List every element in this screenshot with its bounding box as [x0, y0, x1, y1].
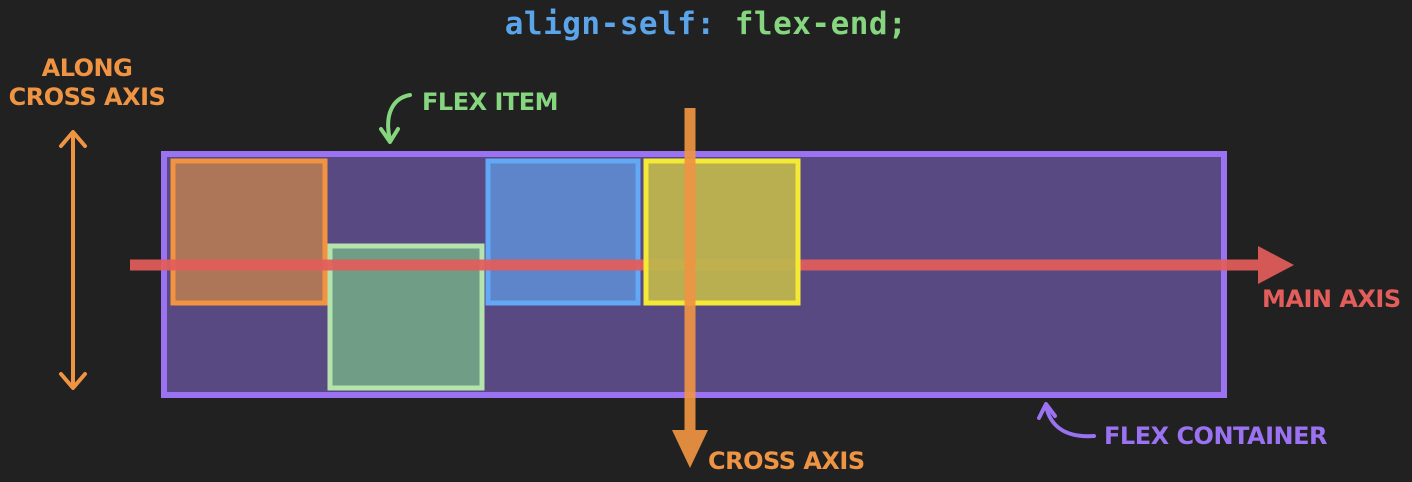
flex-container-pointer-arrow-icon [1037, 402, 1096, 439]
flex-item-orange [170, 158, 328, 306]
cross-axis-label: CROSS AXIS [708, 447, 865, 475]
along-cross-axis-double-arrow-icon [59, 130, 87, 390]
flex-item-label: FLEX ITEM [422, 88, 558, 116]
css-value: flex-end; [734, 6, 908, 42]
along-cross-axis-label-line2: CROSS AXIS [9, 83, 166, 111]
flex-item-blue [485, 158, 641, 306]
cross-axis-arrow [672, 108, 708, 468]
flex-item-pointer-arrow-icon [379, 93, 412, 144]
flex-container-label: FLEX CONTAINER [1104, 422, 1327, 450]
main-axis-label: MAIN AXIS [1262, 285, 1401, 313]
along-cross-axis-label-line1: ALONG [42, 54, 133, 82]
flex-item-yellow [643, 158, 801, 306]
css-property: align-self: [504, 6, 716, 42]
code-title: align-self: flex-end; [0, 6, 1412, 42]
